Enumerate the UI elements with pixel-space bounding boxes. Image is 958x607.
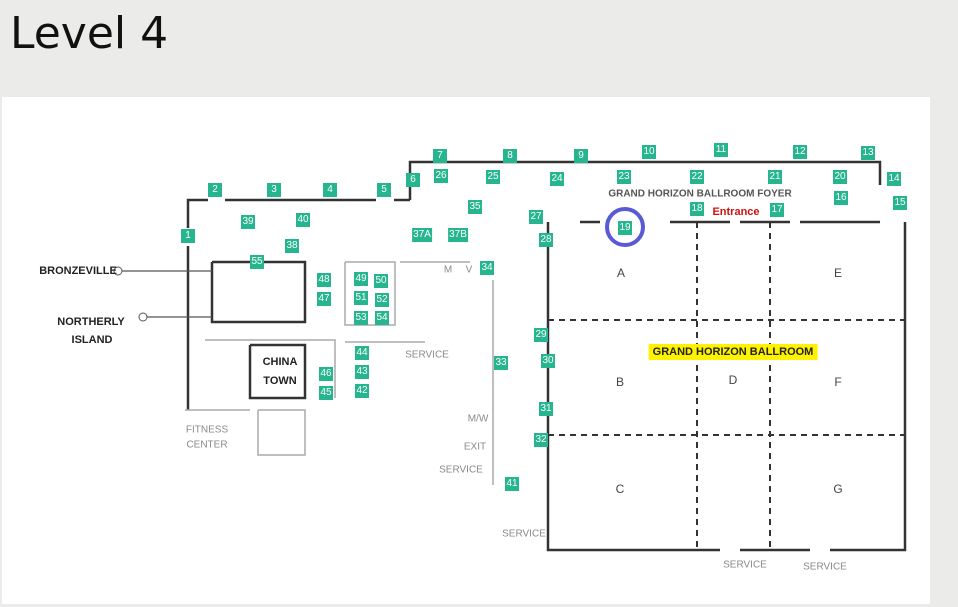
booth-marker-40[interactable]: 40 bbox=[296, 213, 310, 227]
center-label: CENTER bbox=[186, 439, 228, 451]
booth-marker-54[interactable]: 54 bbox=[375, 311, 389, 325]
v-label: V bbox=[465, 264, 473, 276]
service-label: SERVICE bbox=[803, 561, 847, 573]
booth-marker-20[interactable]: 20 bbox=[833, 170, 847, 184]
booth-marker-8[interactable]: 8 bbox=[503, 149, 517, 163]
room-a[interactable]: A bbox=[616, 266, 626, 280]
booth-marker-31[interactable]: 31 bbox=[539, 402, 553, 416]
bronzeville-label: BRONZEVILLE bbox=[39, 265, 117, 277]
service-label: SERVICE bbox=[439, 464, 483, 476]
booth-marker-13[interactable]: 13 bbox=[861, 146, 875, 160]
room-c[interactable]: C bbox=[615, 482, 625, 496]
ballroom-label: GRAND HORIZON BALLROOM bbox=[648, 344, 818, 360]
booth-marker-45[interactable]: 45 bbox=[319, 386, 333, 400]
booth-marker-35[interactable]: 35 bbox=[468, 200, 482, 214]
china-label: CHINA bbox=[262, 356, 298, 368]
booth-marker-22[interactable]: 22 bbox=[690, 170, 704, 184]
booth-marker-51[interactable]: 51 bbox=[354, 291, 368, 305]
booth-marker-43[interactable]: 43 bbox=[355, 365, 369, 379]
booth-marker-5[interactable]: 5 bbox=[377, 183, 391, 197]
booth-marker-38[interactable]: 38 bbox=[285, 239, 299, 253]
booth-marker-30[interactable]: 30 bbox=[541, 354, 555, 368]
booth-marker-7[interactable]: 7 bbox=[433, 149, 447, 163]
booth-marker-3[interactable]: 3 bbox=[267, 183, 281, 197]
booth-marker-49[interactable]: 49 bbox=[354, 272, 368, 286]
room-b[interactable]: B bbox=[615, 375, 625, 389]
booth-marker-11[interactable]: 11 bbox=[714, 143, 728, 157]
service-label: SERVICE bbox=[405, 349, 449, 361]
booth-marker-37a[interactable]: 37A bbox=[412, 228, 432, 242]
booth-marker-4[interactable]: 4 bbox=[323, 183, 337, 197]
booth-marker-16[interactable]: 16 bbox=[834, 191, 848, 205]
northerly-label: NORTHERLY bbox=[57, 316, 125, 328]
restroom-label: M/W bbox=[467, 413, 489, 425]
booth-marker-28[interactable]: 28 bbox=[539, 233, 553, 247]
booth-marker-47[interactable]: 47 bbox=[317, 292, 331, 306]
booth-marker-18[interactable]: 18 bbox=[690, 202, 704, 216]
booth-marker-27[interactable]: 27 bbox=[529, 210, 543, 224]
service-label: SERVICE bbox=[723, 559, 767, 571]
selected-marker-circle bbox=[605, 207, 645, 247]
exit-label: EXIT bbox=[463, 441, 487, 453]
room-f[interactable]: F bbox=[834, 375, 842, 389]
booth-marker-42[interactable]: 42 bbox=[355, 384, 369, 398]
town-label: TOWN bbox=[263, 375, 297, 387]
booth-marker-9[interactable]: 9 bbox=[574, 149, 588, 163]
booth-marker-21[interactable]: 21 bbox=[768, 170, 782, 184]
foyer-label: GRAND HORIZON BALLROOM FOYER bbox=[608, 188, 792, 200]
island-label: ISLAND bbox=[71, 334, 113, 346]
header: Level 4 bbox=[0, 0, 958, 97]
entrance-label: Entrance bbox=[712, 206, 760, 218]
booth-marker-48[interactable]: 48 bbox=[317, 273, 331, 287]
booth-marker-10[interactable]: 10 bbox=[642, 145, 656, 159]
booth-marker-26[interactable]: 26 bbox=[434, 169, 448, 183]
booth-marker-53[interactable]: 53 bbox=[354, 311, 368, 325]
booth-marker-6[interactable]: 6 bbox=[406, 173, 420, 187]
booth-marker-55[interactable]: 55 bbox=[250, 255, 264, 269]
room-d[interactable]: D bbox=[728, 373, 738, 387]
page-title: Level 4 bbox=[10, 8, 169, 59]
booth-marker-46[interactable]: 46 bbox=[319, 367, 333, 381]
room-g[interactable]: G bbox=[833, 482, 843, 496]
booth-marker-2[interactable]: 2 bbox=[208, 183, 222, 197]
booth-marker-12[interactable]: 12 bbox=[793, 145, 807, 159]
booth-marker-37b[interactable]: 37B bbox=[448, 228, 468, 242]
booth-marker-29[interactable]: 29 bbox=[534, 328, 548, 342]
service-label: SERVICE bbox=[502, 528, 546, 540]
booth-marker-23[interactable]: 23 bbox=[617, 170, 631, 184]
booth-marker-1[interactable]: 1 bbox=[181, 229, 195, 243]
booth-marker-50[interactable]: 50 bbox=[374, 274, 388, 288]
booth-marker-41[interactable]: 41 bbox=[505, 477, 519, 491]
booth-marker-25[interactable]: 25 bbox=[486, 170, 500, 184]
booth-marker-17[interactable]: 17 bbox=[770, 203, 784, 217]
room-e[interactable]: E bbox=[833, 266, 843, 280]
booth-marker-24[interactable]: 24 bbox=[550, 172, 564, 186]
booth-marker-52[interactable]: 52 bbox=[375, 293, 389, 307]
booth-marker-34[interactable]: 34 bbox=[480, 261, 494, 275]
booth-marker-32[interactable]: 32 bbox=[534, 433, 548, 447]
booth-marker-33[interactable]: 33 bbox=[494, 356, 508, 370]
booth-marker-14[interactable]: 14 bbox=[887, 172, 901, 186]
booth-marker-15[interactable]: 15 bbox=[893, 196, 907, 210]
fitness-label: FITNESS bbox=[185, 424, 229, 436]
booth-marker-39[interactable]: 39 bbox=[241, 215, 255, 229]
booth-marker-44[interactable]: 44 bbox=[355, 346, 369, 360]
men-label: M bbox=[443, 264, 453, 276]
